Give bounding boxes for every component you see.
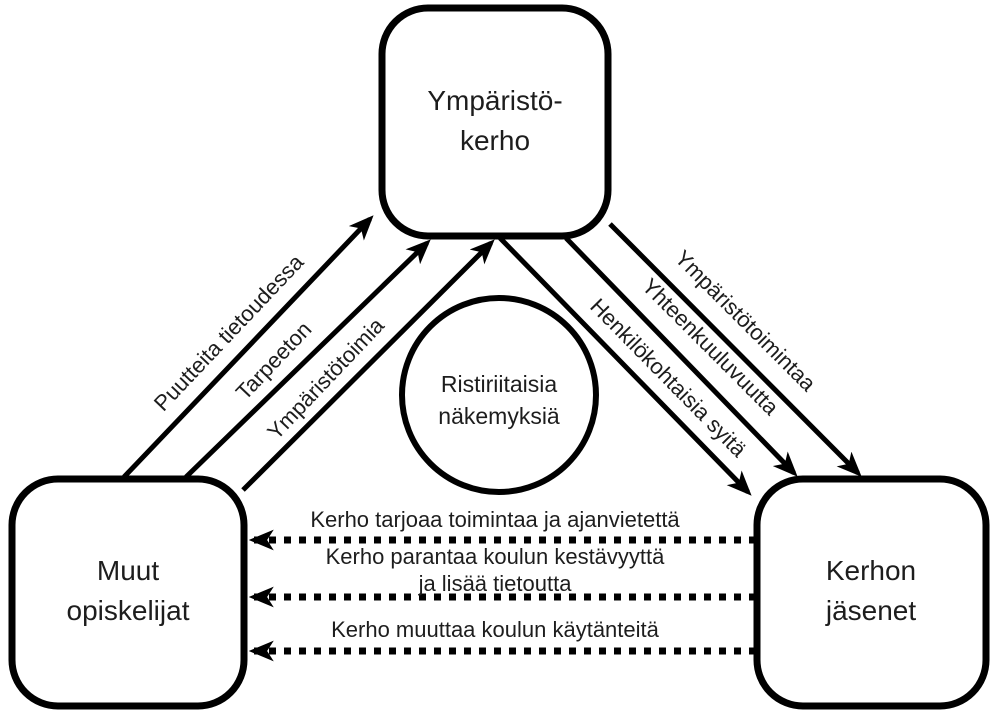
arrow-students-to-club-2 — [184, 239, 431, 479]
conflicting-views-label-line1: Ristiriitaisia — [441, 371, 558, 397]
edge-label-kerho-tarjoaa: Kerho tarjoaa toimintaa ja ajanvietettä — [310, 507, 680, 532]
edge-label-kerho-parantaa-line2: ja lisää tietoutta — [418, 571, 573, 596]
club-members-label-line1: Kerhon — [826, 555, 916, 586]
arrow-club-to-members-2 — [564, 236, 798, 477]
node-environment-club-box — [378, 4, 612, 240]
other-students-label-line1: Muut — [97, 555, 159, 586]
other-students-label-line2: opiskelijat — [67, 595, 190, 626]
conflicting-views-label-line2: näkemyksiä — [438, 403, 560, 429]
edge-label-kerho-parantaa-line1: Kerho parantaa koulun kestävyyttä — [326, 544, 666, 569]
edge-label-kerho-muuttaa: Kerho muuttaa koulun käytänteitä — [331, 617, 660, 642]
club-members-label-line2: jäsenet — [825, 595, 917, 626]
node-conflicting-views-circle — [399, 295, 599, 495]
arrow-club-to-members-1 — [608, 222, 862, 477]
environment-club-label-line2: kerho — [460, 125, 530, 156]
arrow-club-to-members-3 — [498, 236, 752, 496]
arrow-students-to-club-3 — [241, 239, 495, 492]
edge-label-ymparistotoimia: Ympäristötoimia — [262, 312, 389, 444]
arrow-students-to-club-1 — [122, 215, 374, 479]
environment-club-label-line1: Ympäristö- — [427, 85, 562, 116]
node-other-students-box — [8, 475, 248, 710]
node-club-members-box — [753, 475, 990, 710]
